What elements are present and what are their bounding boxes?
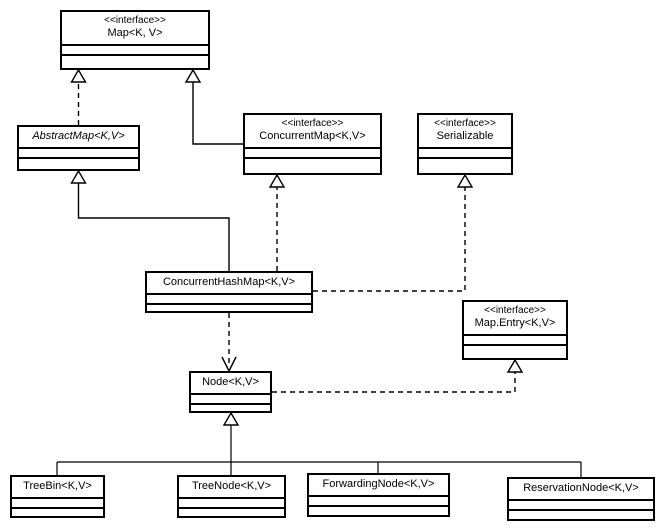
uml-class-treebin-header: TreeBin<K,V> (12, 477, 103, 497)
stereotype-label: <<interface>> (434, 118, 496, 129)
edge-concurrenthashmap-extends-abstractmap (70, 169, 230, 271)
stereotype-label: <<interface>> (484, 305, 546, 316)
uml-class-mapentry-header: <<interface>> Map.Entry<K,V> (464, 302, 566, 334)
uml-operations-compartment (62, 54, 208, 68)
edge-subnodes-extend-node (56, 411, 582, 477)
uml-operations-compartment (245, 157, 380, 173)
uml-attributes-compartment (147, 293, 311, 303)
class-name-label: TreeNode<K,V> (191, 480, 272, 492)
class-name-label: ConcurrentMap<K,V> (259, 130, 366, 142)
uml-class-abstractmap[interactable]: AbstractMap<K,V> (17, 125, 140, 171)
stereotype-label: <<interface>> (281, 118, 344, 129)
edge-abstractmap-realizes-map (70, 68, 87, 125)
uml-attributes-compartment (464, 334, 566, 344)
class-name-label: ForwardingNode<K,V> (322, 478, 435, 490)
class-name-label: Map<K, V> (107, 27, 163, 39)
uml-class-concurrentmap[interactable]: <<interface>> ConcurrentMap<K,V> (243, 113, 382, 175)
uml-operations-compartment (191, 403, 270, 413)
class-name-label: TreeBin<K,V> (23, 480, 92, 492)
uml-operations-compartment (509, 509, 653, 519)
edge-concurrenthashmap-uses-node (221, 313, 237, 373)
uml-operations-compartment (464, 344, 566, 358)
edge-concurrentmap-extends-map (184, 68, 243, 145)
uml-class-map-header: <<interface>> Map<K, V> (62, 12, 208, 44)
uml-attributes-compartment (191, 393, 270, 403)
uml-class-concurrentmap-header: <<interface>> ConcurrentMap<K,V> (245, 115, 380, 147)
uml-class-node[interactable]: Node<K,V> (189, 371, 272, 413)
uml-operations-compartment (12, 507, 103, 517)
class-name-label: Map.Entry<K,V> (474, 317, 556, 329)
class-name-label: Node<K,V> (202, 376, 259, 388)
uml-operations-compartment (179, 507, 284, 517)
uml-class-treebin[interactable]: TreeBin<K,V> (10, 475, 105, 518)
class-name-label: AbstractMap<K,V> (32, 130, 125, 142)
uml-operations-compartment (19, 157, 138, 169)
uml-class-mapentry[interactable]: <<interface>> Map.Entry<K,V> (462, 300, 568, 360)
uml-attributes-compartment (309, 495, 448, 505)
class-name-label: Serializable (436, 130, 494, 142)
stereotype-label: <<interface>> (104, 15, 166, 26)
uml-class-node-header: Node<K,V> (191, 373, 270, 393)
uml-class-concurrenthashmap-header: ConcurrentHashMap<K,V> (147, 273, 311, 293)
uml-class-reservationnode[interactable]: ReservationNode<K,V> (507, 477, 655, 521)
class-name-label: ReservationNode<K,V> (523, 482, 639, 494)
uml-attributes-compartment (245, 147, 380, 157)
uml-class-reservationnode-header: ReservationNode<K,V> (509, 479, 653, 499)
uml-attributes-compartment (12, 497, 103, 507)
uml-class-concurrenthashmap[interactable]: ConcurrentHashMap<K,V> (145, 271, 313, 313)
edge-node-realizes-mapentry (272, 358, 524, 393)
uml-class-abstractmap-header: AbstractMap<K,V> (19, 127, 138, 147)
uml-operations-compartment (147, 303, 311, 313)
uml-attributes-compartment (509, 499, 653, 509)
edge-concurrenthashmap-realizes-concurrentmap (268, 173, 286, 271)
uml-class-treenode-header: TreeNode<K,V> (179, 477, 284, 497)
uml-operations-compartment (309, 505, 448, 515)
uml-class-serializable[interactable]: <<interface>> Serializable (417, 113, 513, 175)
uml-attributes-compartment (19, 147, 138, 157)
uml-class-map[interactable]: <<interface>> Map<K, V> (60, 10, 210, 70)
edge-concurrenthashmap-realizes-serializable (313, 173, 474, 292)
uml-class-serializable-header: <<interface>> Serializable (419, 115, 511, 147)
uml-class-forwardingnode[interactable]: ForwardingNode<K,V> (307, 473, 450, 517)
uml-attributes-compartment (179, 497, 284, 507)
uml-operations-compartment (419, 157, 511, 173)
uml-attributes-compartment (62, 44, 208, 54)
uml-class-forwardingnode-header: ForwardingNode<K,V> (309, 475, 448, 495)
uml-attributes-compartment (419, 147, 511, 157)
class-name-label: ConcurrentHashMap<K,V> (162, 276, 296, 288)
uml-class-treenode[interactable]: TreeNode<K,V> (177, 475, 286, 518)
